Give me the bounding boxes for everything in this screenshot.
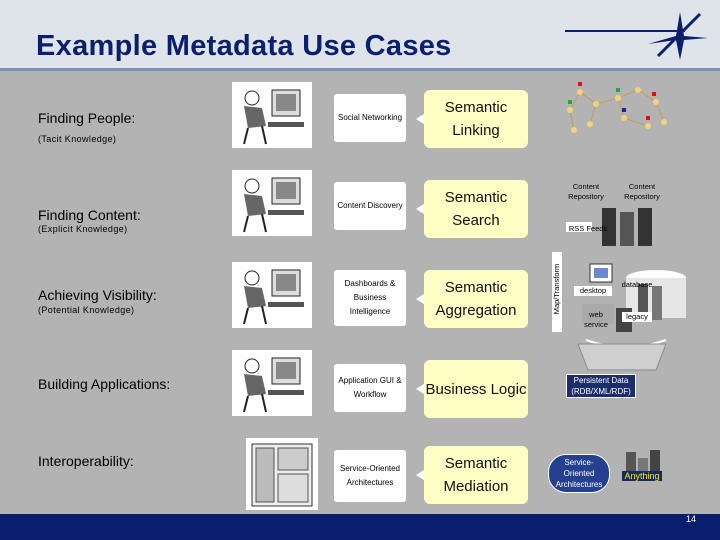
header-rule [565, 30, 685, 32]
database-label: database [621, 280, 653, 289]
persistent-data-icon [577, 343, 667, 371]
page-number: 14 [685, 514, 696, 524]
person-computer-illustration [232, 262, 312, 328]
card-application-gui: Application GUI & Workflow [334, 364, 406, 412]
row-label-building-applications: Building Applications: [38, 376, 171, 392]
star-logo-icon [648, 12, 708, 60]
person-computer-illustration [232, 82, 312, 148]
social-network-graph-icon [567, 82, 667, 133]
data-sources-icon [582, 263, 686, 348]
repository-servers-icon [566, 208, 652, 246]
soa-label: Service-Oriented Architectures [548, 454, 610, 493]
desktop-label: desktop [574, 286, 612, 296]
rss-feeds-label: RSS Feeds [568, 224, 608, 233]
anything-buildings-icon [626, 450, 660, 478]
persistent-data-label: Persistent Data (RDB/XML/RDF) [566, 374, 636, 398]
row-label-achieving-visibility: Achieving Visibility: [38, 287, 157, 303]
box-semantic-aggregation: Semantic Aggregation [416, 270, 528, 328]
content-repository-label: Content Repository [624, 182, 660, 201]
footer-bar [0, 514, 720, 540]
server-illustration [246, 438, 318, 510]
person-computer-illustration [232, 350, 312, 416]
row-sub-potential: (Potential Knowledge) [38, 305, 135, 315]
content-repository-label: Content Repository [568, 182, 604, 201]
person-computer-illustration [232, 170, 312, 236]
box-semantic-linking: Semantic Linking [416, 90, 528, 148]
card-content-discovery: Content Discovery [334, 182, 406, 230]
row-sub-tacit: (Tacit Knowledge) [38, 134, 117, 144]
box-business-logic: Business Logic [416, 360, 528, 418]
web-service-label: web service [584, 310, 608, 329]
card-social-networking: Social Networking [334, 94, 406, 142]
page-title: Example Metadata Use Cases [36, 30, 452, 62]
header-bar [0, 0, 720, 71]
box-semantic-search: Semantic Search [416, 180, 528, 238]
row-sub-explicit: (Explicit Knowledge) [38, 224, 128, 234]
card-soa: Service-Oriented Architectures [334, 450, 406, 502]
map-transform-label: Map/Transform [552, 263, 561, 315]
row-label-interoperability: Interoperability: [38, 453, 134, 469]
box-semantic-mediation: Semantic Mediation [416, 446, 528, 504]
anything-label: Anything [622, 471, 662, 481]
map-transform-bar [552, 252, 562, 332]
card-dashboards: Dashboards & Business Intelligence [334, 270, 406, 326]
row-label-finding-people: Finding People: [38, 110, 136, 126]
row-label-finding-content: Finding Content: [38, 207, 141, 223]
legacy-label: legacy [622, 312, 652, 322]
